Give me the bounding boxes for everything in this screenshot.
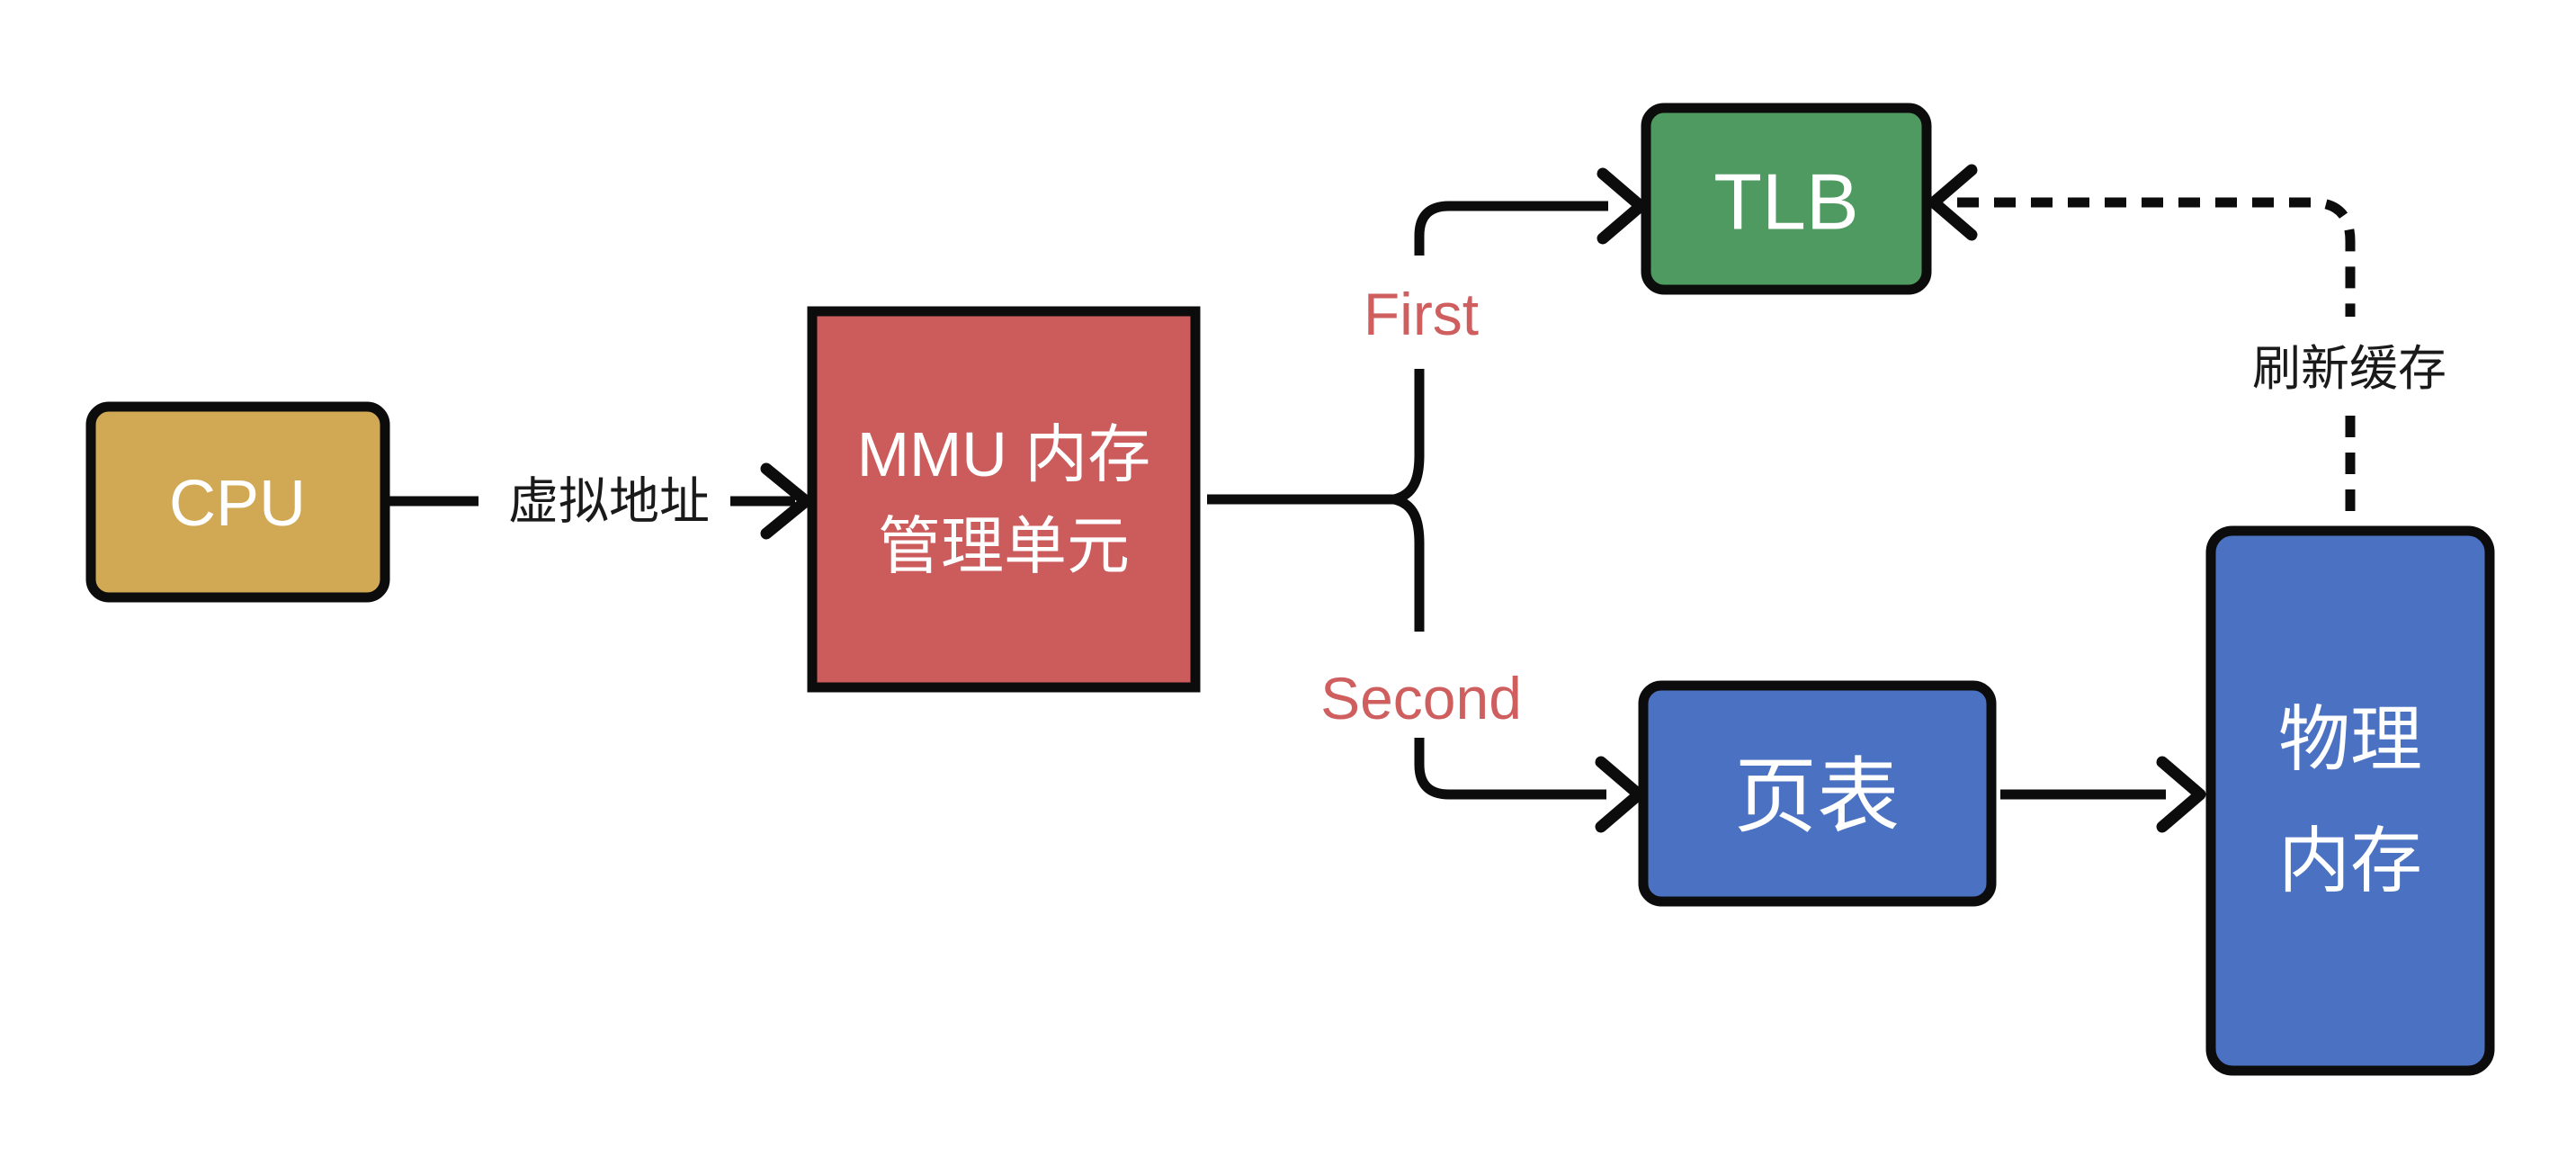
- physical-memory-label-line2: 内存: [2278, 821, 2422, 901]
- cpu-label: CPU: [169, 468, 306, 540]
- tlb-arrow-shaft: [1414, 201, 1608, 256]
- refresh-cache-dashed-top: [1957, 197, 2356, 317]
- page-table-arrow-shaft: [1414, 738, 1606, 800]
- refresh-cache-edge: 刷新缓存: [1928, 164, 2446, 525]
- physical-memory-node: 物理 内存: [2205, 525, 2495, 1076]
- virtual-address-edge: 虚拟地址: [389, 462, 812, 540]
- page-table-label: 页表: [1734, 751, 1900, 843]
- mmu-label-line2: 管理单元: [878, 511, 1130, 581]
- cpu-node: CPU: [85, 401, 390, 603]
- arrowhead-left-icon: [1928, 164, 1978, 241]
- physical-memory-label-line1: 物理: [2278, 700, 2422, 780]
- arrowhead-right-icon: [2156, 756, 2206, 833]
- arrowhead-right-icon: [760, 462, 812, 540]
- fork-lower-curve: [1392, 494, 1425, 632]
- fork-upper-curve: [1392, 369, 1425, 505]
- mmu-label-line1: MMU 内存: [857, 419, 1151, 489]
- page-table-node: 页表: [1638, 680, 1997, 907]
- mmu-box: [807, 306, 1201, 693]
- refresh-cache-label: 刷新缓存: [2252, 342, 2446, 396]
- arrowhead-right-icon: [1595, 756, 1645, 833]
- cpu-box: [85, 401, 390, 603]
- physical-memory-box: [2205, 525, 2495, 1076]
- fork-connector: First Second: [1207, 167, 1647, 833]
- tlb-box: [1641, 103, 1932, 295]
- first-label: First: [1364, 281, 1479, 347]
- second-label: Second: [1320, 665, 1522, 731]
- arrowhead-right-icon: [1597, 167, 1647, 245]
- mmu-node: MMU 内存 管理单元: [807, 306, 1201, 693]
- page-table-to-memory-edge: [2000, 756, 2206, 833]
- virtual-address-label: 虚拟地址: [508, 473, 710, 530]
- page-table-box: [1638, 680, 1997, 907]
- tlb-node: TLB: [1641, 103, 1932, 295]
- tlb-label: TLB: [1713, 157, 1858, 247]
